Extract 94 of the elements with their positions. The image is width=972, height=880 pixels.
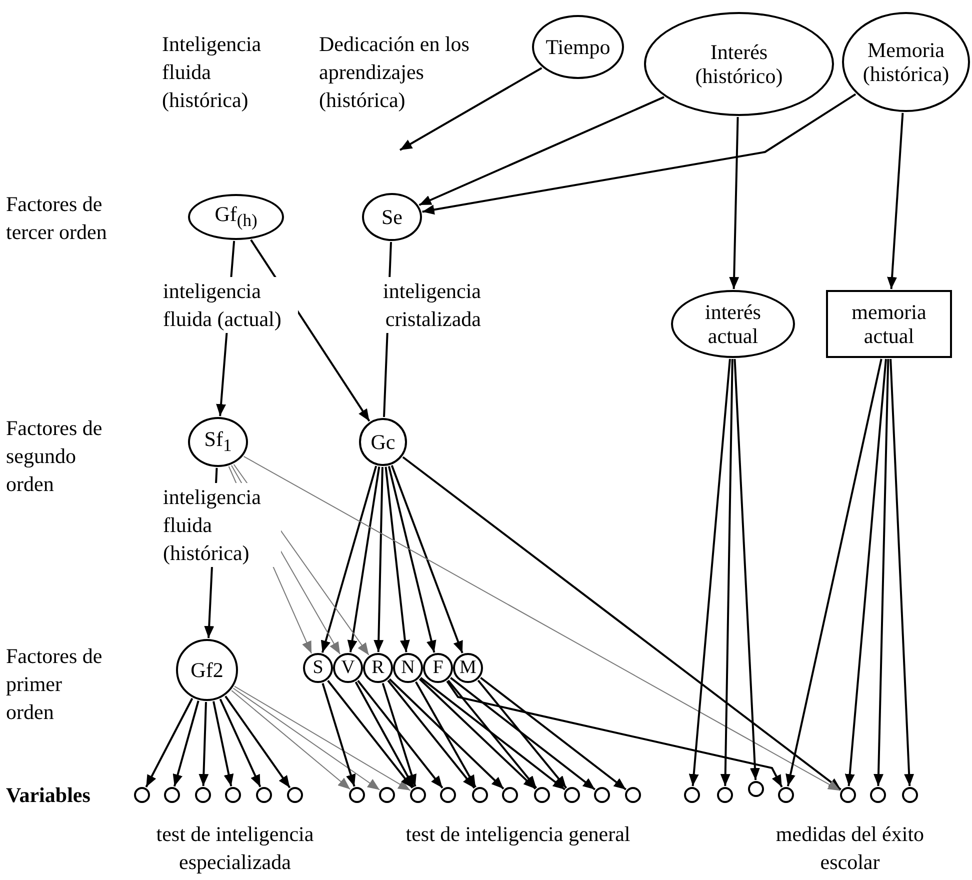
arrow (415, 681, 476, 788)
arrow (890, 358, 914, 786)
arrow (418, 96, 664, 206)
arrow (477, 680, 568, 789)
variable-circle (502, 787, 518, 803)
arrow (354, 682, 415, 788)
factor-ellipse: Tiempo (532, 15, 624, 79)
group-label: test de inteligencia general (404, 821, 632, 848)
factor-ellipse: Interés (histórico) (644, 12, 834, 116)
edge-label: inteligencia fluida (histórica) (163, 483, 281, 567)
level-label: Factores de primer orden (6, 643, 104, 726)
factor-ellipse: N (393, 653, 423, 683)
variable-circle (410, 787, 426, 803)
variable-circle (164, 787, 180, 803)
level-label: Factores de segundo orden (6, 415, 104, 498)
arrow (231, 690, 351, 790)
variable-circle (625, 787, 641, 803)
variable-circle (748, 781, 764, 797)
factor-ellipse: R (363, 653, 393, 683)
factor-ellipse: Gf2 (176, 639, 238, 701)
arrow (400, 67, 542, 151)
variable-circle (379, 787, 395, 803)
annotation-text: Dedicación en los aprendizajes (histórica) (319, 31, 470, 114)
variable-circle (256, 787, 272, 803)
arrow (420, 677, 566, 790)
variable-circle (870, 787, 886, 803)
arrow (322, 683, 356, 787)
arrow (450, 677, 596, 790)
factor-ellipse: interés actual (671, 290, 795, 358)
arrow (198, 702, 209, 786)
arrow (390, 465, 464, 654)
arrow (234, 686, 411, 791)
arrow (402, 456, 842, 790)
factor-ellipse: V (333, 653, 363, 683)
arrow (688, 358, 731, 786)
variable-circle (564, 787, 580, 803)
arrow (446, 680, 783, 788)
level-label: Factores de tercer orden (6, 191, 108, 246)
variable-circle (778, 787, 794, 803)
arrow (232, 688, 380, 790)
variable-circle (684, 787, 700, 803)
arrow (734, 358, 760, 780)
arrow (382, 682, 416, 787)
arrow (447, 680, 538, 789)
arrow (874, 358, 890, 786)
variable-circle (594, 787, 610, 803)
arrow (347, 466, 380, 652)
factor-ellipse: Se (362, 193, 422, 241)
arrow (212, 701, 234, 786)
arrow (327, 680, 414, 789)
row-label: Variables (6, 782, 92, 809)
factor-box: memoria actual (826, 290, 952, 358)
group-label: test de inteligencia especializada (155, 821, 315, 876)
edge-label: inteligencia fluida (actual) (163, 277, 298, 333)
arrow (887, 112, 904, 290)
variable-circle (472, 787, 488, 803)
variable-circle (225, 787, 241, 803)
variable-circle (534, 787, 550, 803)
factor-ellipse: S (303, 653, 333, 683)
factor-ellipse: Sf$_{1}$ (188, 417, 248, 467)
arrow (219, 698, 262, 788)
arrow (172, 700, 200, 787)
arrow (374, 466, 384, 652)
variable-circle (195, 787, 211, 803)
arrow (729, 116, 740, 290)
arrow (786, 358, 882, 786)
arrow (720, 358, 734, 786)
variable-circle (440, 787, 456, 803)
arrow (320, 466, 378, 653)
arrow (384, 466, 410, 652)
variable-circle (840, 787, 856, 803)
variable-circle (902, 787, 918, 803)
arrow (418, 678, 536, 790)
factor-ellipse: F (423, 653, 453, 683)
arrow (422, 93, 856, 215)
factor-ellipse: M (453, 653, 483, 683)
group-label: medidas del éxito escolar (774, 821, 926, 876)
arrow (388, 466, 436, 653)
arrow (145, 698, 194, 788)
arrow (243, 456, 841, 792)
arrow (480, 676, 626, 790)
variable-circle (349, 787, 365, 803)
arrow (844, 358, 887, 786)
variable-circle (717, 787, 733, 803)
factor-ellipse: Memoria (histórica) (842, 12, 970, 112)
variable-circle (287, 787, 303, 803)
arrow (224, 696, 291, 788)
arrow (387, 680, 476, 789)
factor-ellipse: Gc (359, 418, 407, 466)
variable-circle (134, 787, 150, 803)
arrow (388, 678, 504, 790)
arrow (357, 680, 444, 789)
factor-ellipse: Gf$_{(h)}$ (188, 194, 284, 240)
annotation-text: Inteligencia fluida (histórica) (162, 31, 262, 114)
